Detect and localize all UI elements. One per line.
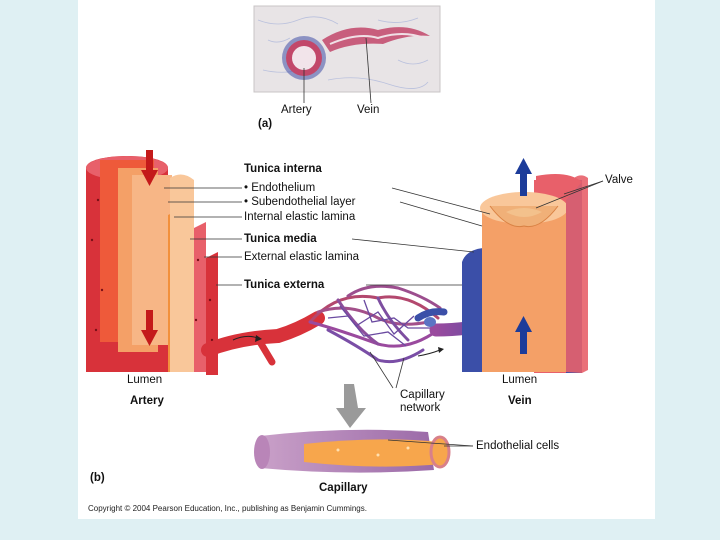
capillary-title: Capillary bbox=[319, 482, 368, 494]
vein-micrograph-label: Vein bbox=[357, 104, 380, 116]
vein-lumen-label: Lumen bbox=[502, 374, 538, 386]
leader-lines bbox=[164, 180, 604, 447]
capillary-network-label-line1: Capillary bbox=[400, 389, 445, 401]
artery-title: Artery bbox=[130, 395, 164, 407]
endothelium-label: • Endothelium bbox=[244, 182, 316, 194]
diagram-panel: Vein Artery (a) Tunica interna • Endothe… bbox=[78, 0, 655, 519]
tunica-media-label: Tunica media bbox=[244, 233, 317, 245]
micrograph bbox=[253, 5, 441, 93]
artery-micrograph-label: Artery bbox=[281, 104, 312, 116]
capillary-illustration bbox=[254, 429, 451, 473]
panel-a-label: (a) bbox=[258, 118, 273, 130]
external-elastic-label: External elastic lamina bbox=[244, 251, 360, 263]
subendothelial-label: • Subendothelial layer bbox=[244, 196, 356, 208]
capillary-network-label-line2: network bbox=[400, 402, 441, 414]
micrograph-leaders bbox=[303, 37, 372, 104]
panel-b-label: (b) bbox=[90, 472, 105, 484]
tunica-externa-label: Tunica externa bbox=[244, 279, 325, 291]
artery-illustration bbox=[86, 150, 218, 375]
valve-label: Valve bbox=[605, 174, 633, 186]
internal-elastic-label: Internal elastic lamina bbox=[244, 211, 356, 223]
diagram-artwork bbox=[86, 5, 604, 473]
vein-title: Vein bbox=[508, 395, 532, 407]
copyright-text: Copyright © 2004 Pearson Education, Inc.… bbox=[88, 504, 367, 513]
vein-illustration bbox=[462, 158, 588, 373]
endothelial-cells-label: Endothelial cells bbox=[476, 440, 560, 452]
tunica-interna-label: Tunica interna bbox=[244, 163, 322, 175]
artery-lumen-label: Lumen bbox=[127, 374, 163, 386]
